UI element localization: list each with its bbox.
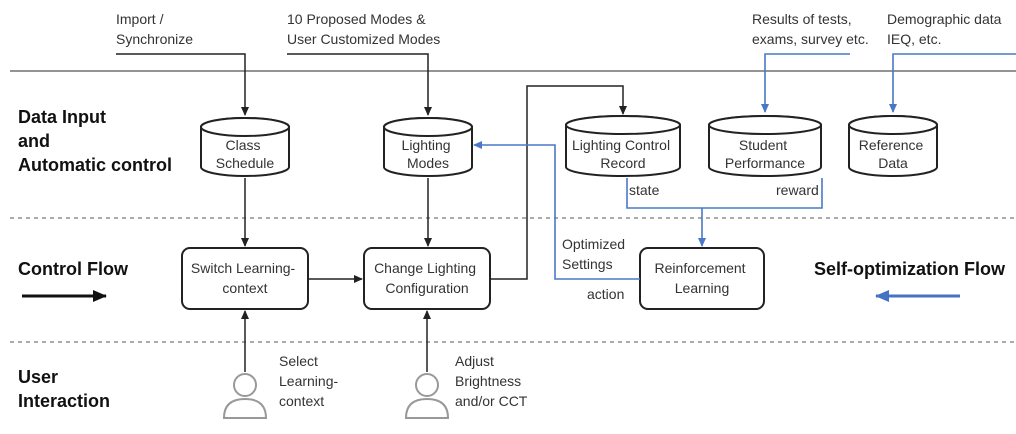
edge-label-optimized-settings: Optimized Settings <box>562 236 629 272</box>
input-demographic: Demographic data IEQ, etc. <box>887 11 1005 47</box>
input-results: Results of tests, exams, survey etc. <box>752 11 869 47</box>
database-lighting-modes: Lighting Modes <box>383 117 473 177</box>
svg-text:Reinforcement Learning: Reinforcement Learning <box>655 260 750 296</box>
database-reference-data: Reference Data <box>848 115 938 177</box>
svg-text:Reference Data: Reference Data <box>859 137 927 171</box>
user-icon <box>404 373 450 419</box>
user-action-select: Select Learning- context <box>279 353 342 409</box>
demographic-arrow <box>889 53 1016 113</box>
change-to-record-arrow <box>490 85 627 280</box>
svg-text:Lighting Modes: Lighting Modes <box>402 137 455 171</box>
input-import: Import / Synchronize <box>116 11 193 47</box>
database-student-performance: Student Performance <box>708 115 822 177</box>
lane-label-control-flow: Control Flow <box>18 259 129 279</box>
import-arrow <box>116 53 249 116</box>
process-switch-learning-context: Switch Learning- context <box>181 247 309 310</box>
svg-text:Student Performance: Student Performance <box>725 137 805 171</box>
lane-label-user-interaction: User Interaction <box>18 367 110 411</box>
edge-label-action: action <box>587 286 624 302</box>
user-icon <box>222 373 268 419</box>
state-reward-connector <box>626 178 823 209</box>
rl-to-modes-arrow <box>473 141 640 280</box>
svg-text:Lighting Control Record: Lighting Control Record <box>572 137 674 171</box>
edge-label-state: state <box>629 182 660 198</box>
svg-text:Switch Learning- context: Switch Learning- context <box>191 260 299 296</box>
lane-label-data-input: Data Input and Automatic control <box>18 107 172 175</box>
process-reinforcement-learning: Reinforcement Learning <box>639 247 765 310</box>
database-class-schedule: Class Schedule <box>200 117 290 177</box>
lane-label-self-optimization: Self-optimization Flow <box>814 259 1006 279</box>
svg-text:Class Schedule: Class Schedule <box>216 137 275 171</box>
edge-label-reward: reward <box>776 182 819 198</box>
user-action-adjust: Adjust Brightness and/or CCT <box>455 353 528 409</box>
results-arrow <box>761 53 850 113</box>
modes-arrow <box>287 53 432 116</box>
svg-text:Change Lighting Configur: Change Lighting Configuration <box>374 260 480 296</box>
process-change-lighting-configuration: Change Lighting Configuration <box>363 247 491 310</box>
database-lighting-control-record: Lighting Control Record <box>565 115 681 177</box>
input-modes: 10 Proposed Modes & User Customized Mode… <box>287 11 440 47</box>
